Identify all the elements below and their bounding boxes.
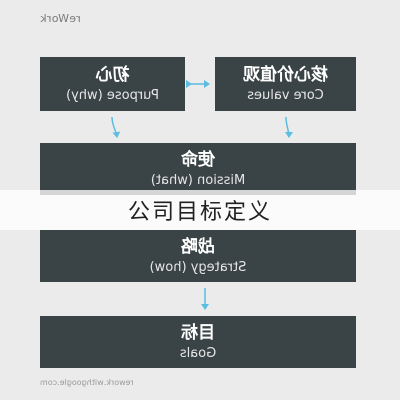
arrow-purpose-to-mission xyxy=(111,116,121,138)
box-goals-subtitle: Goals xyxy=(179,346,217,361)
box-purpose-subtitle: Purpose (why) xyxy=(66,88,160,103)
box-goals-title: 目标 xyxy=(181,323,215,343)
box-strategy: 战略 Strategy (how) xyxy=(40,230,356,282)
arrow-values-to-mission xyxy=(284,116,293,138)
box-purpose-title: 初心 xyxy=(95,65,130,85)
box-mission: 使命 Mission (what) xyxy=(40,143,356,195)
box-purpose: 初心 Purpose (why) xyxy=(40,57,185,111)
box-core-values-title: 核心价值观 xyxy=(243,65,328,85)
box-strategy-title: 战略 xyxy=(181,237,215,257)
box-strategy-subtitle: Strategy (how) xyxy=(149,260,247,275)
box-mission-title: 使命 xyxy=(181,150,215,170)
banner-title: 公司目标定义 xyxy=(127,200,272,225)
box-core-values: 核心价值观 Core values xyxy=(215,57,356,111)
box-goals: 目标 Goals xyxy=(40,316,356,368)
footer-source: rework.withgoogle.com xyxy=(40,378,134,387)
box-core-values-subtitle: Core values xyxy=(247,88,324,103)
title-banner xyxy=(0,190,400,230)
box-mission-subtitle: Mission (what) xyxy=(150,173,246,188)
